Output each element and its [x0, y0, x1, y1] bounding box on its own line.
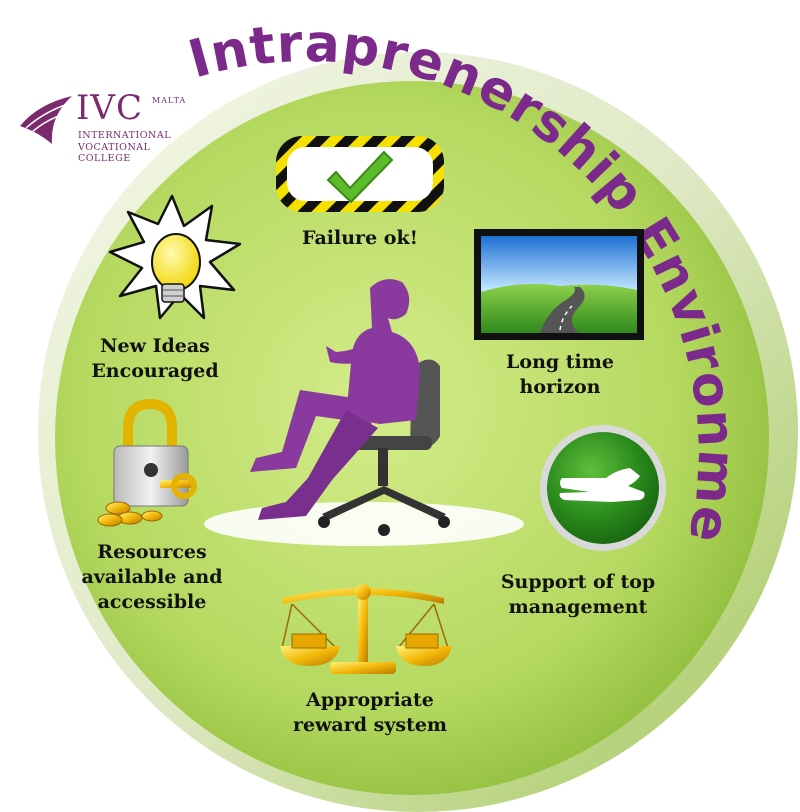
- businessman-figure: [250, 279, 450, 536]
- checkmark-icon: [276, 136, 444, 212]
- logo-line1: INTERNATIONAL: [78, 130, 172, 141]
- logo-country: MALTA: [152, 96, 187, 105]
- padlock-key-icon: [97, 398, 197, 527]
- balance-scale-icon: [280, 584, 452, 674]
- floor-shadow: [204, 502, 524, 546]
- road-horizon-icon: [474, 229, 644, 340]
- wing-icon: [20, 96, 72, 144]
- ivc-logo: IVC MALTA INTERNATIONAL VOCATIONAL COLLE…: [16, 88, 196, 164]
- lightbulb-icon: [108, 194, 242, 320]
- label-failure-ok: Failure ok!: [302, 227, 418, 249]
- logo-brand: IVC: [76, 88, 143, 128]
- logo-line2: VOCATIONAL COLLEGE: [78, 142, 151, 164]
- helping-hand-icon: [540, 425, 666, 551]
